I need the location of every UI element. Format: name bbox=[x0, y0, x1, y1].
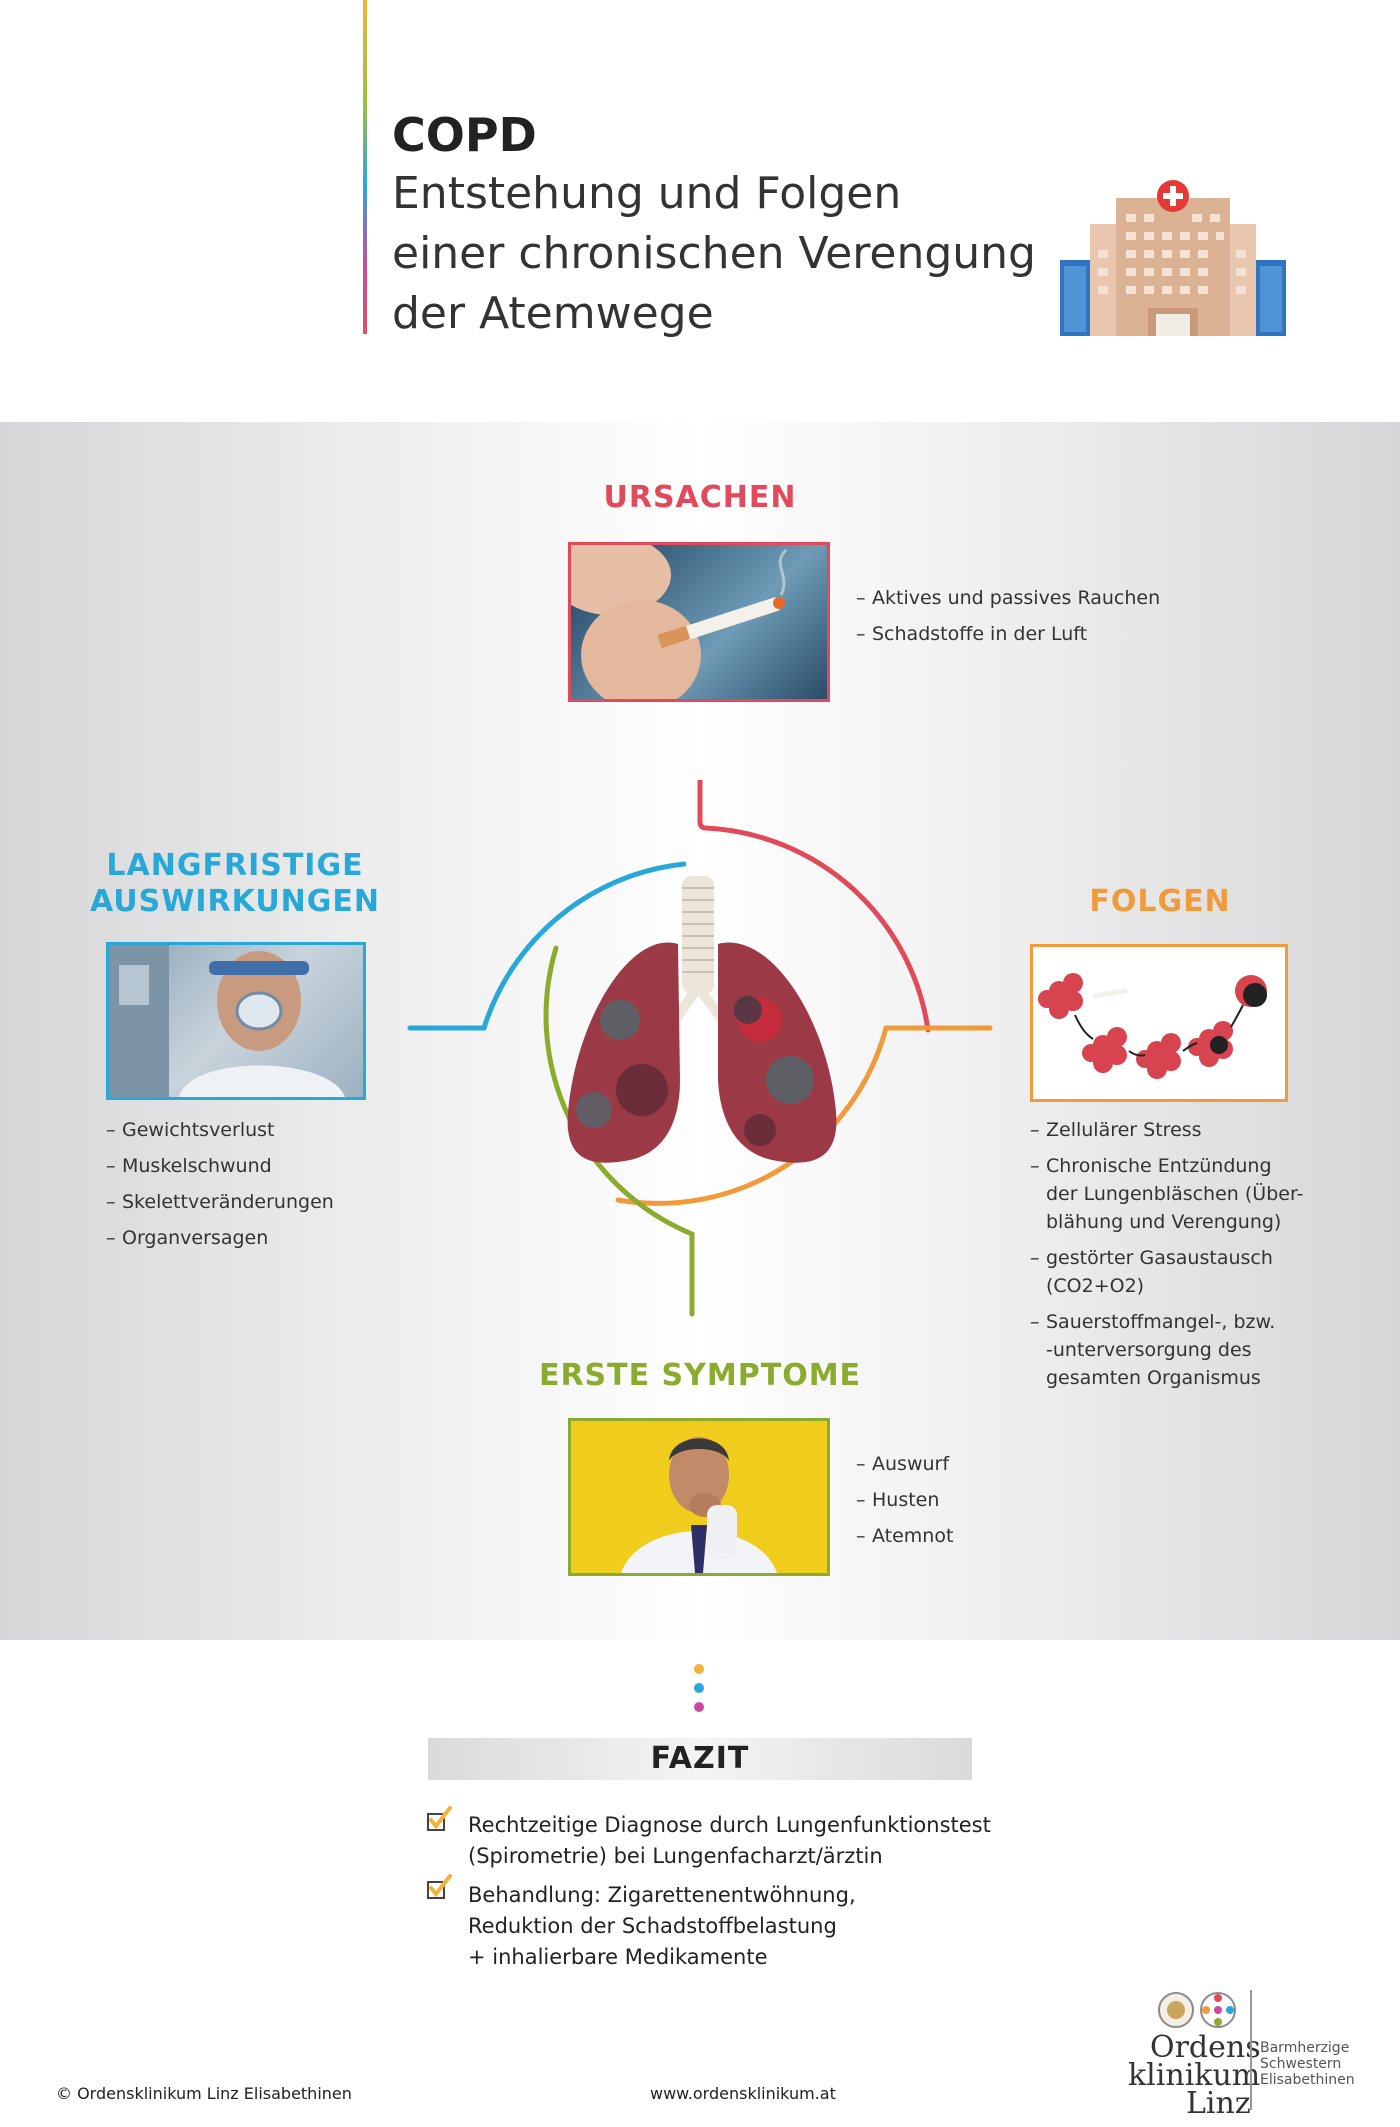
fazit-item-line: Rechtzeitige Diagnose durch Lungenfunkti… bbox=[468, 1813, 991, 1837]
langfristig-item: Muskelschwund bbox=[106, 1152, 334, 1180]
symptome-list: Auswurf Husten Atemnot bbox=[856, 1450, 953, 1558]
fazit-item-diagnose: Rechtzeitige Diagnose durch Lungenfunkti… bbox=[468, 1810, 991, 1872]
page-subtitle-line-1: Entstehung und Folgen bbox=[392, 168, 902, 219]
folgen-item-line: blähung und Verengung) bbox=[1046, 1211, 1282, 1233]
folgen-item: Chronische Entzündung der Lungenbläschen… bbox=[1030, 1152, 1303, 1236]
langfristig-item: Gewichtsverlust bbox=[106, 1116, 334, 1144]
folgen-item: Zellulärer Stress bbox=[1030, 1116, 1303, 1144]
folgen-list: Zellulärer Stress Chronische Entzündung … bbox=[1030, 1116, 1303, 1400]
ursachen-item: Schadstoffe in der Luft bbox=[856, 620, 1160, 648]
folgen-item-line: Sauerstoffmangel-, bzw. bbox=[1046, 1311, 1276, 1333]
langfristig-heading-line-1: LANGFRISTIGE bbox=[106, 848, 364, 883]
symptome-item: Auswurf bbox=[856, 1450, 953, 1478]
checkbox-checked-icon bbox=[427, 1806, 452, 1831]
title-accent-bar bbox=[363, 0, 367, 334]
symptome-item: Atemnot bbox=[856, 1522, 953, 1550]
langfristig-item: Skelettveränderungen bbox=[106, 1188, 334, 1216]
page-subtitle-line-2: einer chronischen Verengung bbox=[392, 228, 1036, 279]
ventilation-photo bbox=[106, 942, 366, 1100]
folgen-item-line: (CO2+O2) bbox=[1046, 1275, 1145, 1297]
logo-divider bbox=[1250, 1990, 1252, 2110]
logo-text-line-1: Ordens bbox=[1150, 2030, 1261, 2065]
logo-subtext-line-2: Schwestern bbox=[1260, 2056, 1342, 2072]
folgen-item: Sauerstoffmangel-, bzw. -unterversorgung… bbox=[1030, 1308, 1303, 1392]
cigarette-illustration bbox=[571, 545, 788, 699]
fazit-item-behandlung: Behandlung: Zigarettenentwöhnung, Redukt… bbox=[468, 1880, 856, 1973]
folgen-item-line: -unterversorgung des bbox=[1046, 1339, 1252, 1361]
fazit-item-line: (Spirometrie) bei Lungenfacharzt/ärztin bbox=[468, 1844, 883, 1868]
langfristig-list: Gewichtsverlust Muskelschwund Skelettver… bbox=[106, 1116, 334, 1260]
logo-text-line-2: klinikum bbox=[1128, 2058, 1261, 2093]
folgen-item-line: gestörter Gasaustausch bbox=[1046, 1247, 1273, 1269]
fazit-item-line: Reduktion der Schadstoffbelastung bbox=[468, 1914, 837, 1938]
smoking-photo bbox=[568, 542, 830, 702]
folgen-item-line: gesamten Organismus bbox=[1046, 1367, 1261, 1389]
fazit-item-line: Behandlung: Zigarettenentwöhnung, bbox=[468, 1883, 856, 1907]
ursachen-item: Aktives und passives Rauchen bbox=[856, 584, 1160, 612]
page-subtitle-line-3: der Atemwege bbox=[392, 288, 714, 339]
langfristig-heading-line-2: AUSWIRKUNGEN bbox=[89, 884, 381, 919]
patient-mask-illustration bbox=[109, 945, 345, 1097]
folgen-item-line: der Lungenbläschen (Über- bbox=[1046, 1183, 1304, 1205]
logo-subtext-line-3: Elisabethinen bbox=[1260, 2072, 1355, 2088]
checkbox-checked-icon bbox=[427, 1874, 452, 1899]
symptome-heading: ERSTE SYMPTOME bbox=[538, 1358, 862, 1393]
folgen-item: gestörter Gasaustausch (CO2+O2) bbox=[1030, 1244, 1303, 1300]
coughing-man-illustration bbox=[621, 1437, 777, 1573]
logo-text-line-3: Linz bbox=[1186, 2086, 1251, 2121]
fazit-heading: FAZIT bbox=[650, 1741, 750, 1776]
fazit-banner bbox=[428, 1738, 972, 1780]
langfristig-heading: LANGFRISTIGE AUSWIRKUNGEN bbox=[80, 848, 390, 920]
fazit-item-line: + inhalierbare Medikamente bbox=[468, 1945, 768, 1969]
coughing-man-photo bbox=[568, 1418, 830, 1576]
folgen-heading: FOLGEN bbox=[1089, 884, 1231, 919]
ursachen-list: Aktives und passives Rauchen Schadstoffe… bbox=[856, 584, 1160, 656]
copd-cycle-diagram bbox=[407, 780, 993, 1317]
alveoli-illustration bbox=[1030, 944, 1288, 1102]
ursachen-heading: URSACHEN bbox=[603, 480, 797, 515]
separator-dot-blue bbox=[694, 1683, 704, 1693]
folgen-item-line: Zellulärer Stress bbox=[1046, 1119, 1202, 1141]
logo-subtext-line-1: Barmherzige bbox=[1260, 2040, 1350, 2056]
separator-dot-yellow bbox=[694, 1664, 704, 1674]
separator-dot-magenta bbox=[694, 1702, 704, 1712]
folgen-item-line: Chronische Entzündung bbox=[1046, 1155, 1272, 1177]
logo-emblem-icon bbox=[1158, 1992, 1236, 2028]
cycle-arc-ursachen bbox=[697, 780, 931, 1033]
hospital-building-icon bbox=[1060, 180, 1286, 336]
symptome-item: Husten bbox=[856, 1486, 953, 1514]
langfristig-item: Organversagen bbox=[106, 1224, 334, 1252]
page-title: COPD bbox=[392, 108, 537, 162]
lungs-illustration bbox=[567, 876, 837, 1163]
footer-copyright: © Ordensklinikum Linz Elisabethinen bbox=[56, 2084, 352, 2103]
alveoli-progression-icon bbox=[1038, 973, 1267, 1079]
cycle-arc-langfristig bbox=[407, 861, 687, 1031]
footer-website-link[interactable]: www.ordensklinikum.at bbox=[650, 2084, 836, 2103]
